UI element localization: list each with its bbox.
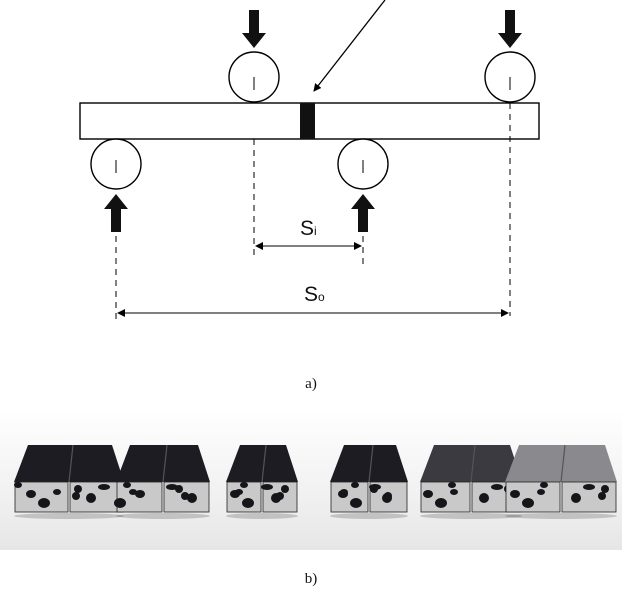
fracture-blotch (583, 484, 595, 490)
fracture-blotch (450, 489, 458, 495)
specimen-top-surface (14, 445, 124, 482)
specimen-pair (330, 444, 408, 519)
fracture-blotch (14, 482, 22, 488)
fracture-blotch (540, 482, 548, 488)
fracture-blotch (369, 484, 381, 490)
fracture-blotch (601, 485, 609, 493)
fracture-blotch (123, 482, 131, 488)
load-arrow-down-left (242, 10, 266, 48)
fracture-blotch (53, 489, 61, 495)
fracture-blotch (242, 498, 254, 508)
notch-pointer-arrow (313, 0, 386, 92)
specimen-top-surface (505, 445, 617, 482)
specimen-pair (505, 444, 617, 519)
fracture-blotch (448, 482, 456, 488)
fracture-blotch (181, 492, 189, 500)
fracture-blotch (114, 498, 126, 508)
fracture-blotch (522, 498, 534, 508)
fracture-blotch (86, 493, 96, 503)
fracture-blotch (571, 493, 581, 503)
specimen-shadow (14, 513, 124, 519)
fracture-blotch (384, 492, 392, 500)
fracture-blotch (479, 493, 489, 503)
fracture-blotch (261, 484, 273, 490)
fracture-blotch (74, 485, 82, 493)
fracture-blotch (26, 490, 36, 498)
fracture-blotch (435, 498, 447, 508)
specimen-shadow (330, 513, 408, 519)
fracture-blotch (235, 489, 243, 495)
fracture-blotch (276, 492, 284, 500)
specimen-pair (226, 444, 298, 519)
fracture-line (368, 444, 374, 483)
fracture-line (162, 444, 168, 483)
fracture-face (330, 481, 369, 513)
fracture-blotch (240, 482, 248, 488)
fracture-line (470, 444, 476, 483)
fracture-blotch (537, 489, 545, 495)
fracture-blotch (340, 489, 348, 495)
specimen-top-surface (420, 445, 522, 482)
fracture-line (68, 444, 74, 483)
specimen-pair (114, 444, 210, 519)
specimen-top-surface (226, 445, 298, 482)
fracture-blotch (281, 485, 289, 493)
reaction-arrow-up-right (351, 194, 375, 232)
fracture-blotch (135, 490, 145, 498)
fracture-blotch (187, 493, 197, 503)
specimen-pair (14, 444, 124, 519)
specimen-shadow (116, 513, 210, 519)
specimen-top-surface (116, 445, 210, 482)
specimen-top-surface (330, 445, 408, 482)
reaction-arrow-up-left (104, 194, 128, 232)
fracture-line (261, 444, 267, 483)
panel-a-label: a) (305, 376, 317, 392)
notch-mark (300, 103, 315, 139)
specimen-shadow (505, 513, 617, 519)
fracture-line (560, 444, 566, 483)
fracture-blotch (350, 498, 362, 508)
fracture-blotch (351, 482, 359, 488)
inner-span-label: Si (300, 217, 317, 240)
fracture-blotch (166, 484, 178, 490)
specimen-photograph: b) (0, 410, 622, 587)
fracture-blotch (98, 484, 110, 490)
fracture-blotch (423, 490, 433, 498)
panel-b-label: b) (305, 571, 318, 587)
fracture-blotch (38, 498, 50, 508)
load-arrow-down-right (498, 10, 522, 48)
fracture-blotch (129, 489, 137, 495)
specimen-shadow (226, 513, 298, 519)
four-point-bending-diagram: Si So a) (79, 0, 540, 392)
outer-span-label: So (304, 283, 325, 306)
fracture-blotch (72, 492, 80, 500)
fracture-blotch (598, 492, 606, 500)
fracture-blotch (491, 484, 503, 490)
specimen-shadow (420, 513, 522, 519)
fracture-blotch (510, 490, 520, 498)
